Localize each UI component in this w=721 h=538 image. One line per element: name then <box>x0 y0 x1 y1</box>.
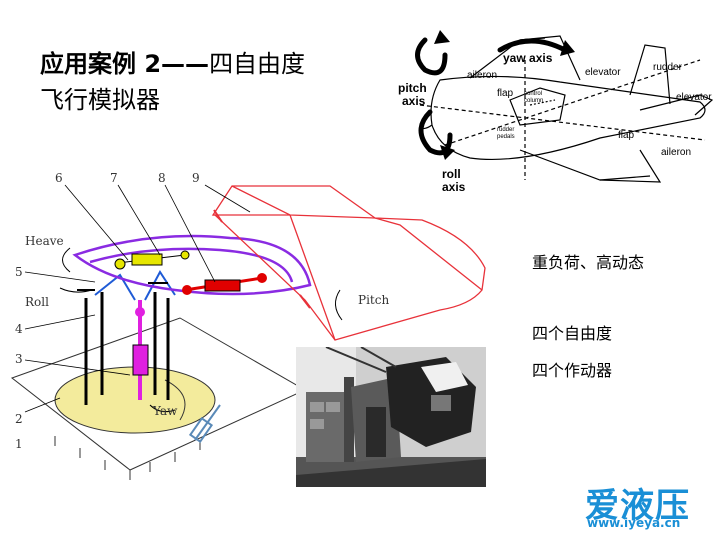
label-n6: 6 <box>55 171 63 185</box>
label-pitch-axis-2: axis <box>402 94 426 108</box>
label-flap-top: flap <box>497 88 514 99</box>
site-logo: 爱液压 www.iyeya.cn <box>585 478 715 534</box>
logo-text: 爱液压 <box>585 486 690 526</box>
label-rudder-pedals-1: rudder <box>497 127 514 133</box>
pitch-arrow-head <box>434 30 450 44</box>
label-roll-axis-2: axis <box>442 180 466 194</box>
slide-subtitle: 飞行模拟器 <box>40 86 160 114</box>
label-n9: 9 <box>192 171 200 185</box>
note-four-dof: 四个自由度 <box>532 324 613 343</box>
label-control-1: control <box>524 91 542 97</box>
label-pitch-axis-1: pitch <box>398 81 427 95</box>
label-yaw-axis: yaw axis <box>503 51 553 65</box>
note-four-actuators: 四个作动器 <box>532 361 613 380</box>
note-heavy-load: 重负荷、高动态 <box>532 253 645 272</box>
label-rudder-pedals-2: pedals <box>497 134 515 140</box>
label-n8: 8 <box>158 171 166 185</box>
label-flap-bottom: flap <box>618 130 635 141</box>
label-heave: Heave <box>25 234 64 248</box>
simulator-photo <box>296 347 486 487</box>
label-control-2: column <box>524 98 543 104</box>
slide-title-bold: 应用案例 2—— <box>40 50 210 78</box>
yaw-arrow-head <box>560 40 575 56</box>
slide-title: 应用案例 2——四自由度 <box>40 44 305 79</box>
label-roll-axis-1: roll <box>442 167 461 181</box>
label-n5: 5 <box>15 265 23 279</box>
label-n1: 1 <box>15 437 23 451</box>
label-yaw: Yaw <box>152 404 178 418</box>
logo-url: www.iyeya.cn <box>587 516 681 530</box>
label-rudder: rudder <box>653 62 683 73</box>
label-elevator-right: elevator <box>676 92 712 103</box>
label-pitch: Pitch <box>358 293 389 307</box>
label-aileron-bottom: aileron <box>661 147 691 158</box>
roll-arrow-head <box>440 145 455 160</box>
label-roll: Roll <box>25 295 49 309</box>
label-elevator-top: elevator <box>585 67 621 78</box>
label-n7: 7 <box>110 171 118 185</box>
label-n3: 3 <box>15 352 23 366</box>
label-n4: 4 <box>15 322 23 336</box>
label-aileron-top: aileron <box>467 70 497 81</box>
slide-title-rest: 四自由度 <box>209 50 306 78</box>
label-n2: 2 <box>15 412 23 426</box>
